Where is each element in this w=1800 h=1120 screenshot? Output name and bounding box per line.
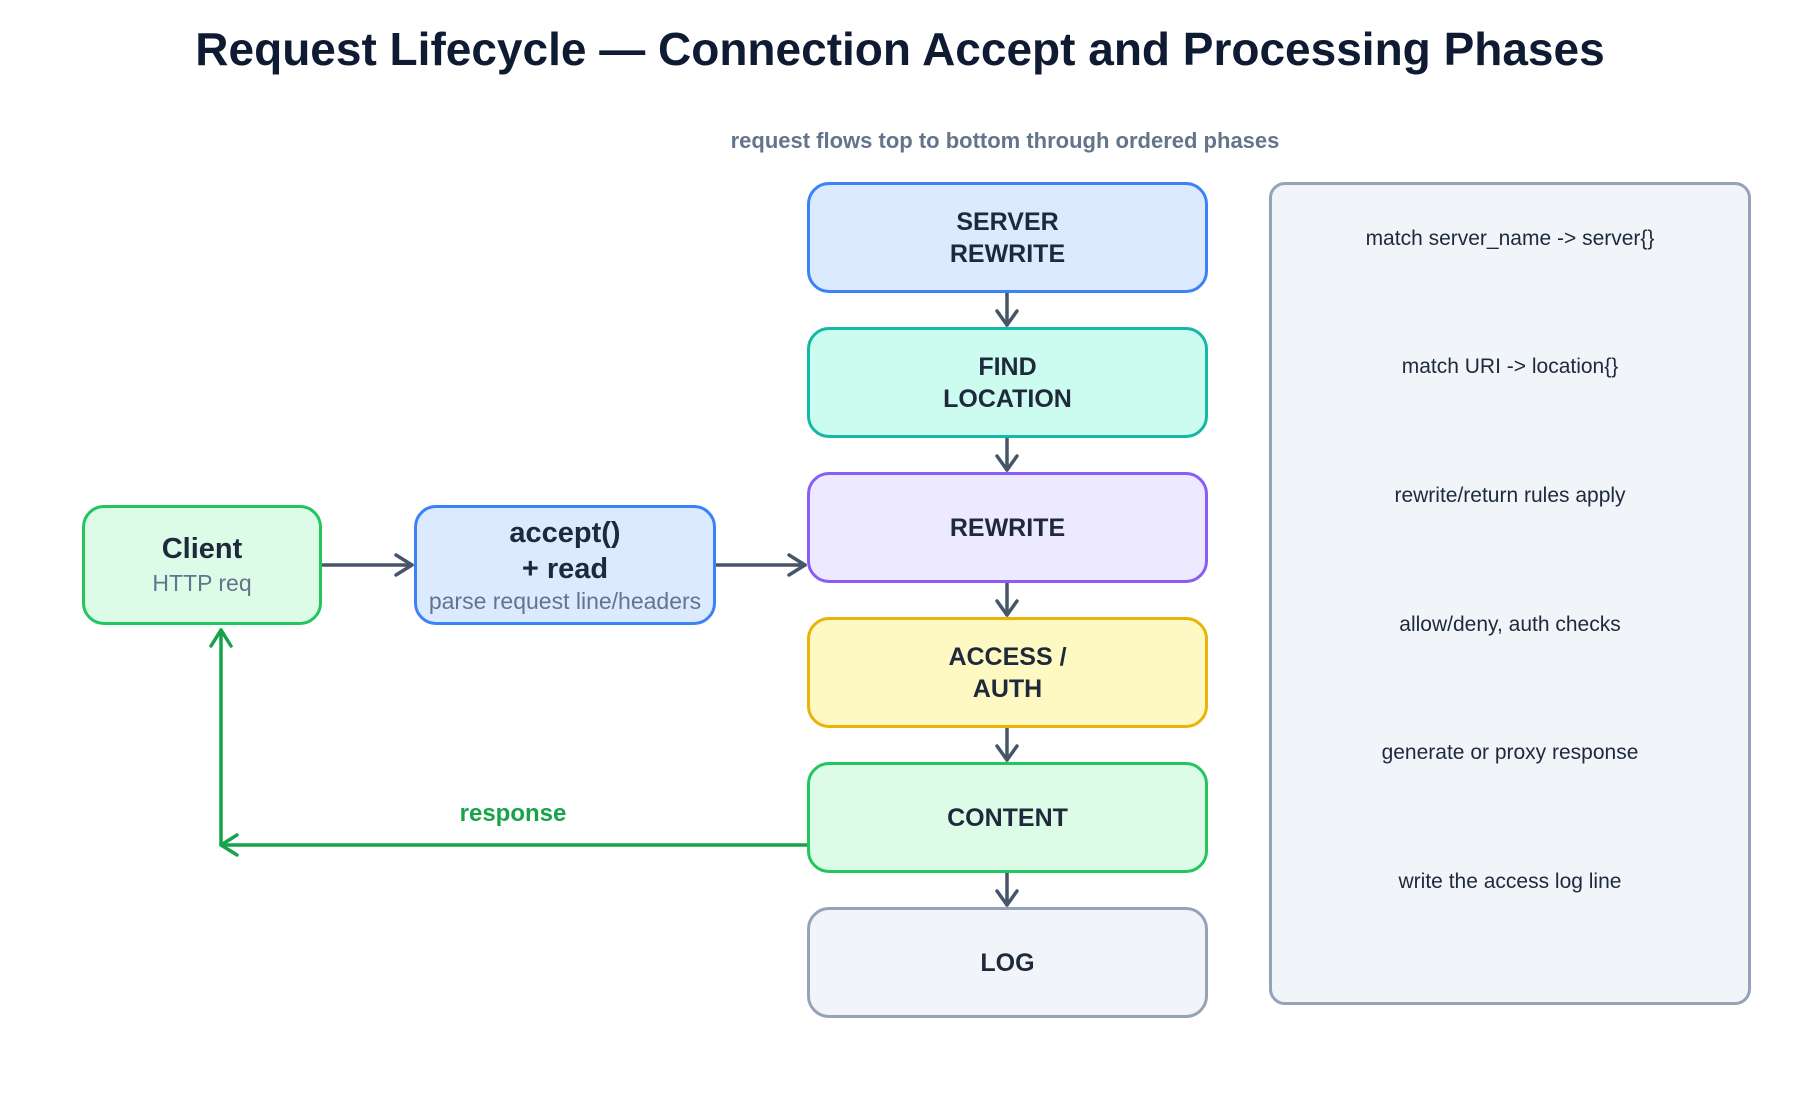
accept-read-sublabel: parse request line/headers [428, 588, 702, 614]
phase-content: CONTENT [807, 762, 1208, 873]
phase-find-location: FIND LOCATION [807, 327, 1208, 438]
response-label: response [459, 800, 567, 827]
phase-label: ACCESS / AUTH [948, 642, 1067, 703]
arrowhead-rewrite-to-access [995, 599, 1019, 617]
phase-rewrite: REWRITE [807, 472, 1208, 583]
accept-read-node: accept() + read parse request line/heade… [414, 505, 716, 625]
client-sublabel: HTTP req [152, 570, 252, 596]
phase-access-auth: ACCESS / AUTH [807, 617, 1208, 728]
note-log: write the access log line [1398, 870, 1622, 893]
note-server-rewrite: match server_name -> server{} [1365, 227, 1655, 250]
phase-server-rewrite: SERVER REWRITE [807, 182, 1208, 293]
phase-label: FIND LOCATION [943, 352, 1072, 413]
phase-label: LOG [980, 948, 1035, 977]
phase-log: LOG [807, 907, 1208, 1018]
phase-label: CONTENT [947, 803, 1068, 832]
phase-label: REWRITE [949, 513, 1066, 542]
accept-read-label: accept() + read [509, 517, 621, 585]
arrowhead-client-to-accept [394, 553, 414, 577]
arrowhead-server-to-find [995, 309, 1019, 327]
arrowhead-find-to-rewrite [995, 454, 1019, 472]
note-rewrite: rewrite/return rules apply [1394, 484, 1626, 507]
response-arrowhead-left [219, 833, 239, 857]
note-content: generate or proxy response [1381, 741, 1639, 764]
diagram-subtitle: request flows top to bottom through orde… [730, 128, 1280, 153]
arrowhead-accept-to-rewrite [787, 553, 807, 577]
response-arrowhead-up [209, 628, 233, 648]
arrowhead-access-to-content [995, 744, 1019, 762]
note-find-location: match URI -> location{} [1401, 355, 1619, 378]
client-label: Client [161, 533, 243, 565]
phase-notes-panel: match server_name -> server{} match URI … [1269, 182, 1751, 1005]
client-node: Client HTTP req [82, 505, 322, 625]
note-access-auth: allow/deny, auth checks [1399, 613, 1621, 636]
arrowhead-content-to-log [995, 889, 1019, 907]
phase-label: SERVER REWRITE [949, 207, 1066, 268]
diagram-title: Request Lifecycle — Connection Accept an… [195, 23, 1605, 75]
